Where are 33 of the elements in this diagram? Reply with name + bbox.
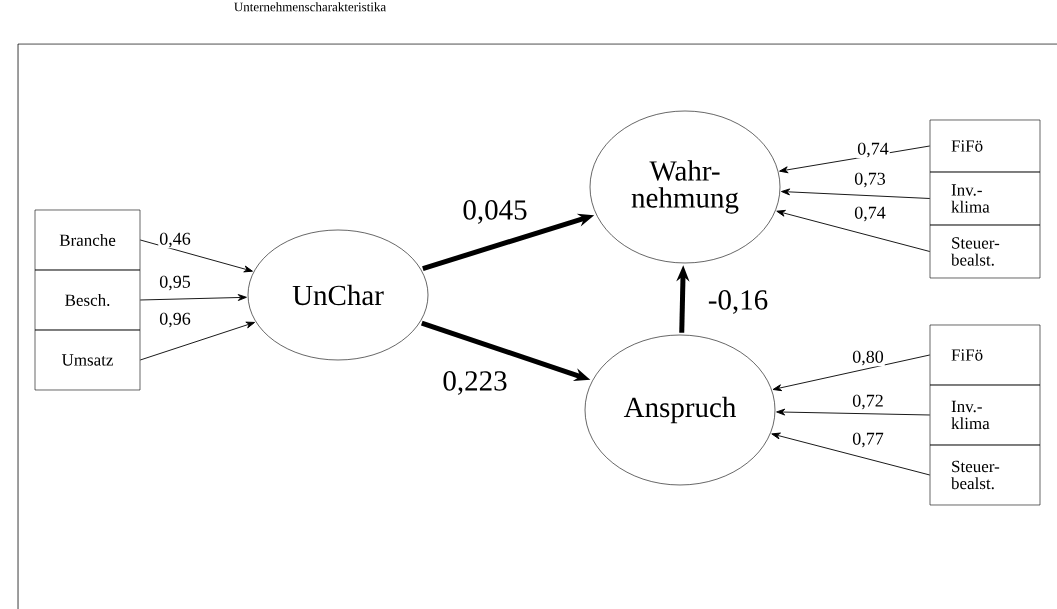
edge-label: 0,77 xyxy=(851,431,885,449)
arrow xyxy=(772,354,931,392)
arrow xyxy=(781,188,931,199)
edge-label: 0,96 xyxy=(158,311,192,329)
arrow xyxy=(771,432,931,476)
indicator-box: Steuer- bealst. xyxy=(929,444,1041,506)
edge-label: -0,16 xyxy=(706,289,770,315)
edge-label: 0,74 xyxy=(856,141,890,159)
indicator-box: Branche xyxy=(34,209,141,271)
edge-label: 0,95 xyxy=(158,274,192,292)
edge-label: 0,223 xyxy=(441,370,509,396)
edge-label: 0,46 xyxy=(158,231,192,249)
indicator-box: FiFö xyxy=(929,324,1041,386)
indicator-box: Inv.- klima xyxy=(929,384,1041,446)
indicator-box: Besch. xyxy=(34,269,141,331)
arrow xyxy=(139,239,253,273)
arrow xyxy=(139,294,247,301)
title: Unternehmenscharakteristika xyxy=(234,2,386,12)
indicator-box: Umsatz xyxy=(34,329,141,391)
ellipse-node: Anspruch xyxy=(584,334,776,486)
indicator-box: FiFö xyxy=(929,119,1041,173)
ellipse-node: UnChar xyxy=(247,229,429,361)
edge-label: 0,72 xyxy=(851,393,885,411)
edge-label: 0,045 xyxy=(461,199,529,225)
edge-label: 0,73 xyxy=(853,171,887,189)
arrow xyxy=(139,321,255,361)
arrow xyxy=(776,408,931,416)
ellipse-node: Wahr- nehmung xyxy=(589,110,781,264)
edge-label: 0,80 xyxy=(851,349,885,367)
indicator-box: Inv.- klima xyxy=(929,171,1041,226)
arrow xyxy=(776,209,931,252)
edge-label: 0,74 xyxy=(853,205,887,223)
indicator-box: Steuer- bealst. xyxy=(929,224,1041,279)
